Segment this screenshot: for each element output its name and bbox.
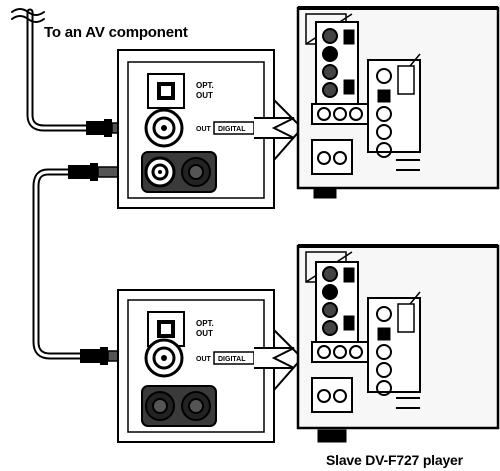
opt-out-label-line2: OUT xyxy=(196,329,213,338)
coaxial-in-jacks xyxy=(142,152,216,192)
digital-label: DIGITAL xyxy=(218,126,246,133)
opt-out-label-line1: OPT. xyxy=(196,319,214,328)
upper-jack-panel: OPT. OUT OUT DIGITAL xyxy=(118,50,302,208)
digital-label: DIGITAL xyxy=(218,356,246,363)
opt-out-label-line1: OPT. xyxy=(196,81,214,90)
cables xyxy=(12,9,120,356)
lower-player-rear xyxy=(298,246,498,442)
upper-player-rear xyxy=(298,8,498,198)
opt-out-label-line2: OUT xyxy=(196,91,213,100)
coaxial-in-jacks xyxy=(142,386,216,426)
lower-jack-panel: OPT. OUT OUT DIGITAL xyxy=(118,290,302,442)
caption-slave-player: Slave DV-F727 player xyxy=(326,452,463,468)
cable-between-players xyxy=(36,172,120,356)
callout-pointer xyxy=(254,118,294,138)
out-label: OUT xyxy=(196,356,212,363)
coaxial-out-jack xyxy=(146,110,182,146)
plug-upper-in xyxy=(68,163,122,181)
out-label: OUT xyxy=(196,126,212,133)
caption-to-av-component: To an AV component xyxy=(44,24,188,41)
callout-pointer xyxy=(254,348,294,368)
optical-out-jack xyxy=(148,74,184,108)
coaxial-out-jack xyxy=(146,340,182,376)
